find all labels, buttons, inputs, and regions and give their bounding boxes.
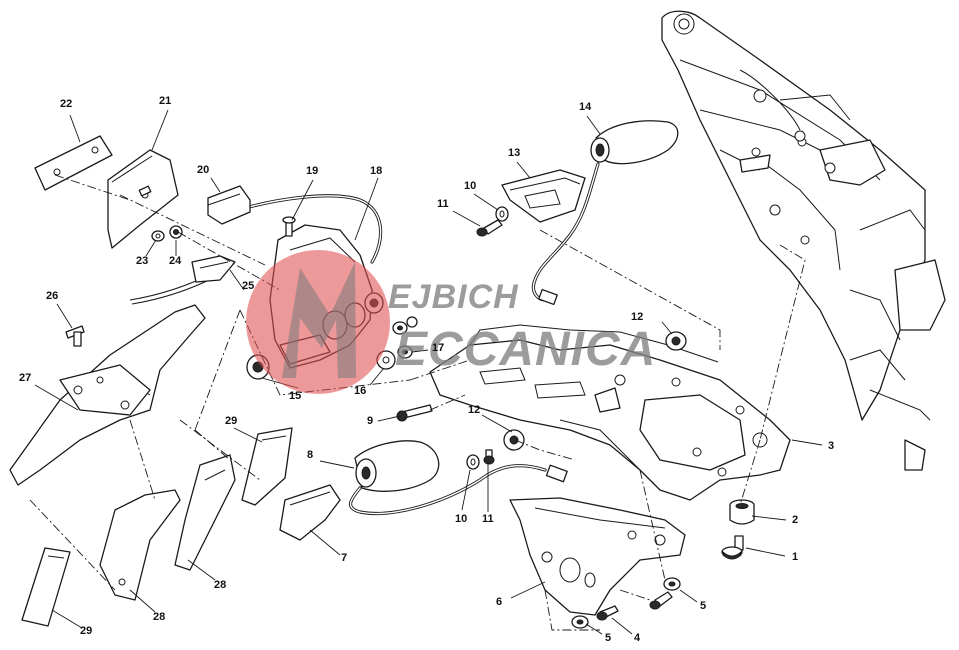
callout-12-upper: 12: [631, 311, 644, 323]
part-1-screw: [721, 535, 744, 560]
callout-29-upper: 29: [225, 415, 238, 427]
callout-23: 23: [136, 255, 149, 267]
callout-13: 13: [508, 147, 521, 159]
part-11-screw-lower: [483, 449, 495, 465]
callout-25: 25: [242, 280, 255, 292]
callout-28-upper: 28: [214, 579, 227, 591]
callout-3: 3: [828, 440, 835, 452]
part-27-plate-bracket: [9, 304, 206, 486]
part-10-washer-lower: [466, 454, 480, 470]
callout-5-right: 5: [700, 600, 707, 612]
part-8-turn-signal-left: [354, 440, 440, 492]
part-28-plate-lower: [99, 489, 181, 601]
part-11-screw-upper: [476, 219, 503, 237]
cable-lamp: [243, 194, 383, 264]
part-13-signal-holder: [501, 169, 586, 223]
part-20-license-lamp: [207, 185, 251, 225]
part-17-nut-upper: [392, 316, 418, 335]
part-12-grommet-upper: [665, 331, 687, 351]
part-3-main-bracket: [429, 324, 791, 501]
callout-15: 15: [289, 390, 302, 402]
callout-10-upper: 10: [464, 180, 477, 192]
callout-29-lower: 29: [80, 625, 93, 637]
cable-right-signal: [531, 162, 600, 306]
part-29-reflector-lower: [21, 547, 71, 627]
callout-28-lower: 28: [153, 611, 166, 623]
part-4-screw-lower: [596, 605, 619, 621]
callout-14: 14: [579, 101, 592, 113]
callout-27: 27: [19, 372, 32, 384]
callout-4: 4: [634, 632, 641, 644]
part-23-screw: [138, 185, 152, 197]
callout-21: 21: [159, 95, 172, 107]
callout-22: 22: [60, 98, 73, 110]
part-21-reflector-bracket: [107, 149, 179, 249]
part-25-cable-tie: [129, 255, 236, 305]
part-5-nut-lower: [571, 615, 589, 629]
part-2-rubber-damper: [729, 499, 755, 525]
callout-1: 1: [792, 551, 799, 563]
part-9-screw: [396, 404, 433, 422]
callout-10-lower: 10: [455, 513, 468, 525]
part-23-washer: [151, 230, 165, 242]
part-19-screw: [282, 216, 296, 237]
part-28-plate-upper: [174, 454, 236, 571]
callout-20: 20: [197, 164, 210, 176]
part-5-nut-right: [663, 577, 681, 591]
part-4-screw: [649, 591, 673, 610]
cable-left-signal: [349, 464, 568, 516]
callout-19: 19: [306, 165, 319, 177]
watermark-line2: ECCANICA: [395, 323, 657, 376]
callout-5-lower: 5: [605, 632, 612, 644]
callout-18: 18: [370, 165, 383, 177]
frame-subframe: [661, 10, 946, 471]
callout-26: 26: [46, 290, 59, 302]
callout-11-lower: 11: [482, 513, 494, 525]
callout-12-lower: 12: [468, 404, 481, 416]
callout-11-upper: 11: [437, 198, 449, 210]
callout-17: 17: [432, 342, 445, 354]
watermark-logo: [246, 250, 390, 394]
callout-8: 8: [307, 449, 314, 461]
part-24-nut: [169, 225, 183, 239]
callout-7: 7: [341, 552, 348, 564]
part-7-signal-lens: [279, 484, 341, 541]
part-22-reflector: [34, 135, 113, 191]
callout-9: 9: [367, 415, 374, 427]
part-10-washer-upper: [495, 206, 509, 222]
part-14-turn-signal-right: [590, 120, 679, 165]
part-29-reflector-upper: [241, 427, 293, 506]
part-12-grommet-lower: [503, 429, 525, 451]
part-26-screw: [65, 325, 85, 347]
callout-6: 6: [496, 596, 503, 608]
leader-lines: [34, 109, 823, 635]
part-6-lower-bracket: [509, 497, 686, 616]
watermark-line1: EJBICH: [388, 278, 519, 316]
callout-16: 16: [354, 385, 367, 397]
callout-24: 24: [169, 255, 182, 267]
callout-2: 2: [792, 514, 799, 526]
